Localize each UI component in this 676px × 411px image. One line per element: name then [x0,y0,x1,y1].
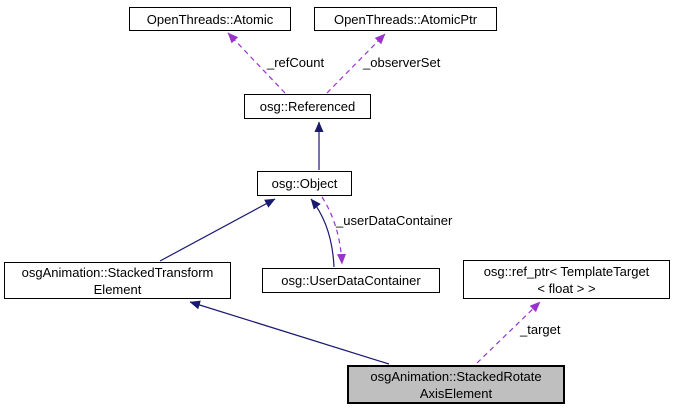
node-osg-userdatacontainer[interactable]: osg::UserDataContainer [262,268,440,293]
edge-stackedrotate-inherits-stackedtransform [189,300,390,365]
node-osg-object[interactable]: osg::Object [257,171,352,196]
edge-label-userdatacontainer: _userDataContainer [336,213,453,228]
edge-referenced-refcount-atomic [227,32,286,94]
node-openthreads-atomic[interactable]: OpenThreads::Atomic [129,7,291,31]
edge-label-refcount: _refCount [267,55,325,70]
node-osganimation-stackedtransformelement[interactable]: osgAnimation::StackedTransform Element [4,262,231,299]
edge-label-observerset: _observerSet [363,55,441,70]
node-openthreads-atomicptr[interactable]: OpenThreads::AtomicPtr [314,7,497,31]
node-osganimation-stackedrotateaxiselement-current: osgAnimation::StackedRotate AxisElement [347,365,565,404]
edge-object-userdatacontainer-member [321,196,346,265]
node-osg-refptr-templatetarget-float[interactable]: osg::ref_ptr< TemplateTarget < float > > [463,260,670,299]
edge-referenced-observerset-atomicptr [326,33,386,94]
edge-userdatacontainer-inherits-object [310,198,335,268]
edge-label-target: _target [520,322,561,337]
node-osg-referenced[interactable]: osg::Referenced [244,94,371,119]
edge-stackedtransform-inherits-object [159,198,276,262]
edge-stackedrotate-target-refptr [476,301,541,364]
